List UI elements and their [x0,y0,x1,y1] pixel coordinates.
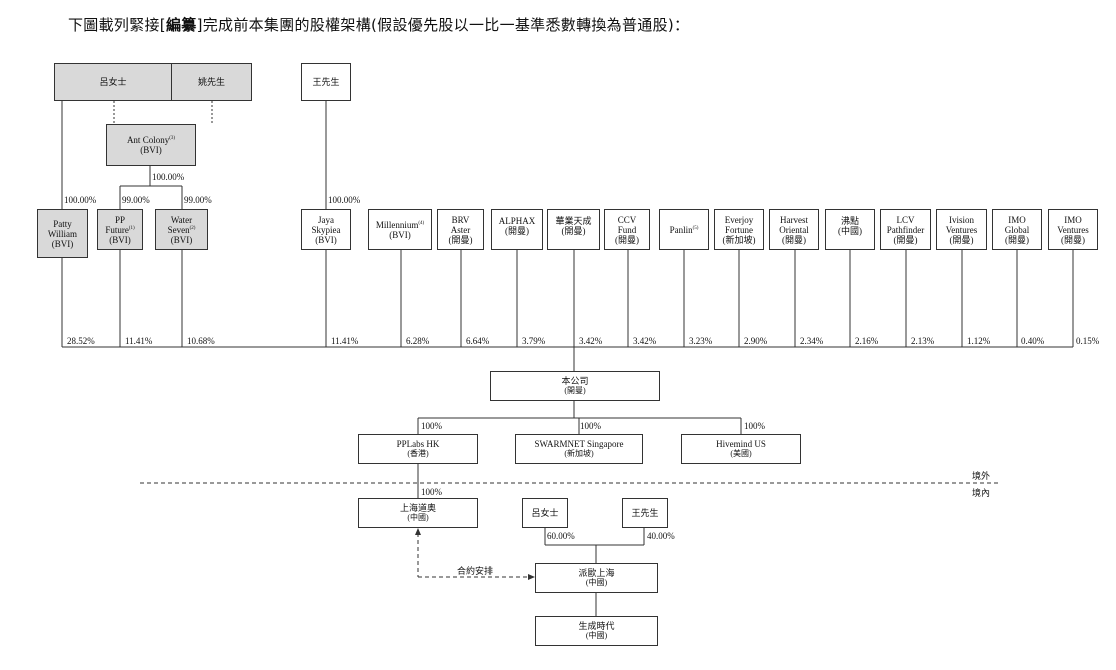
node-alphax: ALPHAX(開曼) [491,209,543,250]
pct-shanghai: 100% [421,487,442,497]
label-onshore: 境內 [972,489,991,499]
pct-millennium: 6.28% [406,336,430,346]
shareholder-lv: 呂女士 [54,63,172,101]
pct-brv: 6.64% [466,336,490,346]
node-swarmnet-singapore: SWARMNET Singapore(新加坡) [515,434,643,464]
heading-text-bold: 編纂 [165,16,197,34]
pct-hivemind: 100% [744,421,765,431]
pct-feidian: 2.16% [855,336,879,346]
contract-arrow-right [528,574,535,580]
pct-swarmnet: 100% [580,421,601,431]
pct-panlin: 3.23% [689,336,713,346]
node-hivemind-us: Hivemind US(美國) [681,434,801,464]
node-panlin: Panlin(5) [659,209,709,250]
pct-everjoy: 2.90% [744,336,768,346]
pct-lv-patty: 100.00% [64,195,97,205]
pct-ant-pp: 99.00% [122,195,150,205]
node-wang-onshore: 王先生 [622,498,668,528]
node-millennium: Millennium(4)(BVI) [368,209,432,250]
pct-imoglobal: 0.40% [1021,336,1045,346]
pct-harvest: 2.34% [800,336,824,346]
pct-pplabs: 100% [421,421,442,431]
node-pplabs-hk: PPLabs HK(香港) [358,434,478,464]
heading-text-post: ]完成前本集團的股權架構(假設優先股以一比一基準悉數轉換為普通股)： [196,16,690,34]
node-lv-onshore: 呂女士 [522,498,568,528]
pct-jaya: 11.41% [331,336,359,346]
label-offshore: 境外 [972,472,991,482]
contract-arrow-up [415,528,421,535]
pct-lcv: 2.13% [911,336,935,346]
node-paiou-shanghai: 派歐上海(中國) [535,563,658,593]
label-contract-arrangement: 合約安排 [457,567,494,577]
node-shanghai-daoao: 上海道奥(中國) [358,498,478,528]
pct-ccv: 3.42% [633,336,657,346]
pct-patty: 28.52% [67,336,95,346]
pct-ant-water: 99.00% [184,195,212,205]
node-huaye-tiancheng: 華業天成(開曼) [547,209,600,250]
pct-alphax: 3.79% [522,336,546,346]
pct-ppfuture: 11.41% [125,336,153,346]
pct-ivision: 1.12% [967,336,991,346]
pct-wang-onshore: 40.00% [647,531,675,541]
shareholder-yao: 姚先生 [171,63,252,101]
pct-lv-onshore: 60.00% [547,531,575,541]
pct-huaye: 3.42% [579,336,603,346]
node-company: 本公司(開曼) [490,371,660,401]
pct-ant-sub: 100.00% [152,172,185,182]
pct-imoventures: 0.15% [1076,336,1100,346]
shareholder-wang: 王先生 [301,63,351,101]
node-ant-colony: Ant Colony(3) (BVI) [106,124,196,166]
pct-water: 10.68% [187,336,215,346]
page-heading: 下圖載列緊接[編纂]完成前本集團的股權架構(假設優先股以一比一基準悉數轉換為普通… [68,14,689,35]
node-shengcheng-shidai: 生成時代(中國) [535,616,658,646]
heading-text-pre: 下圖載列緊接[ [68,16,166,34]
pct-wang-jaya: 100.00% [328,195,361,205]
node-feidian: 沸點(中國) [825,209,875,250]
